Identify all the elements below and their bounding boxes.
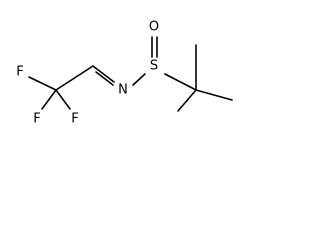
atom-label-f1: F <box>16 65 23 80</box>
bond-ch-n-double-b <box>95 71 114 86</box>
bond-f2-cf3 <box>41 89 57 110</box>
atom-labels: F F F N S O <box>16 20 159 127</box>
bond-tbutyl-methyl-bottom <box>177 89 197 112</box>
atom-label-f3: F <box>71 112 78 127</box>
atom-label-oxygen: O <box>149 20 159 35</box>
bond-s-tbutyl <box>164 73 197 91</box>
bond-ch-n-double-a <box>92 65 115 83</box>
bond-cf3-ch <box>55 65 94 91</box>
bond-f1-cf3 <box>28 76 57 91</box>
atom-label-nitrogen: N <box>118 83 128 98</box>
bond-n-s <box>132 73 146 86</box>
atom-label-sulfur: S <box>150 59 158 74</box>
bond-tbutyl-methyl-right <box>195 89 233 101</box>
atom-label-f2: F <box>33 112 40 127</box>
chemical-structure: F F F N S O <box>16 20 233 127</box>
bond-f3-cf3 <box>55 89 71 110</box>
bonds <box>28 36 233 112</box>
